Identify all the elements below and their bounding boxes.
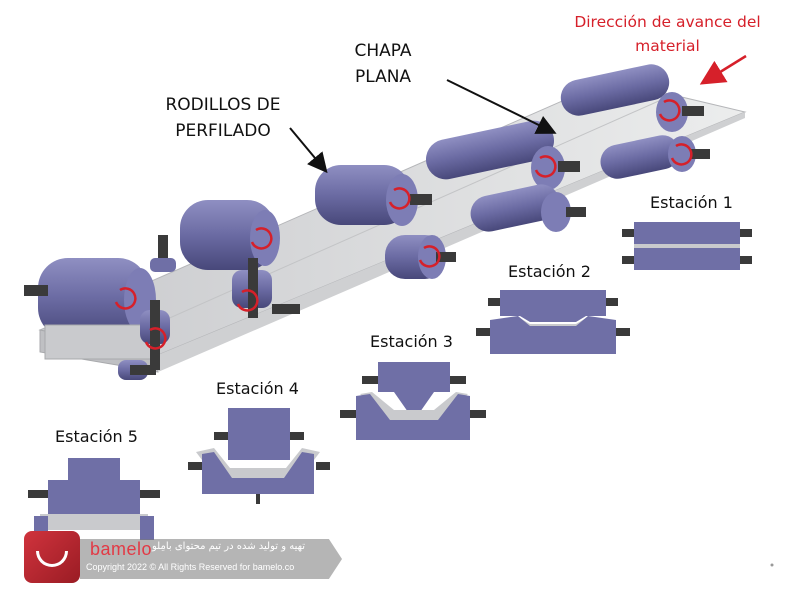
bamelo-logo bbox=[24, 531, 80, 583]
smile-icon bbox=[36, 551, 68, 567]
rodillos-arrow bbox=[289, 127, 328, 174]
direction-label: Dirección de avance del material bbox=[574, 13, 761, 55]
station-3-label: Estación 3 bbox=[370, 332, 453, 351]
station-2-section bbox=[476, 290, 630, 354]
watermark-copyright: Copyright 2022 © All Rights Reserved for… bbox=[86, 562, 295, 572]
rodillos-label: RODILLOS DE PERFILADO bbox=[165, 95, 281, 141]
watermark-persian-text: تهیه و تولید شده در تیم محتوای بامِلو bbox=[152, 541, 305, 552]
roller-pair-4 bbox=[150, 200, 300, 318]
station-4-label: Estación 4 bbox=[216, 379, 299, 398]
watermark-band bbox=[80, 539, 342, 579]
direction-arrow bbox=[699, 54, 747, 85]
watermark-brand: bamelo bbox=[90, 539, 153, 559]
station-5-section bbox=[28, 458, 160, 540]
station-1-section bbox=[622, 222, 752, 270]
forming-rollers bbox=[24, 64, 710, 380]
roller-pair-2 bbox=[425, 120, 586, 232]
watermark: bamelo تهیه و تولید شده در تیم محتوای با… bbox=[24, 531, 342, 583]
station-2-label: Estación 2 bbox=[508, 262, 591, 281]
station-4-section bbox=[188, 408, 330, 504]
chapa-arrow bbox=[446, 79, 557, 134]
station-3-section bbox=[340, 362, 486, 440]
roller-pair-1 bbox=[560, 64, 710, 179]
station-1-label: Estación 1 bbox=[650, 193, 733, 212]
station-5-label: Estación 5 bbox=[55, 427, 138, 446]
roller-pair-3 bbox=[315, 165, 456, 279]
roller-pair-5 bbox=[24, 258, 170, 380]
chapa-label: CHAPA PLANA bbox=[354, 41, 412, 87]
